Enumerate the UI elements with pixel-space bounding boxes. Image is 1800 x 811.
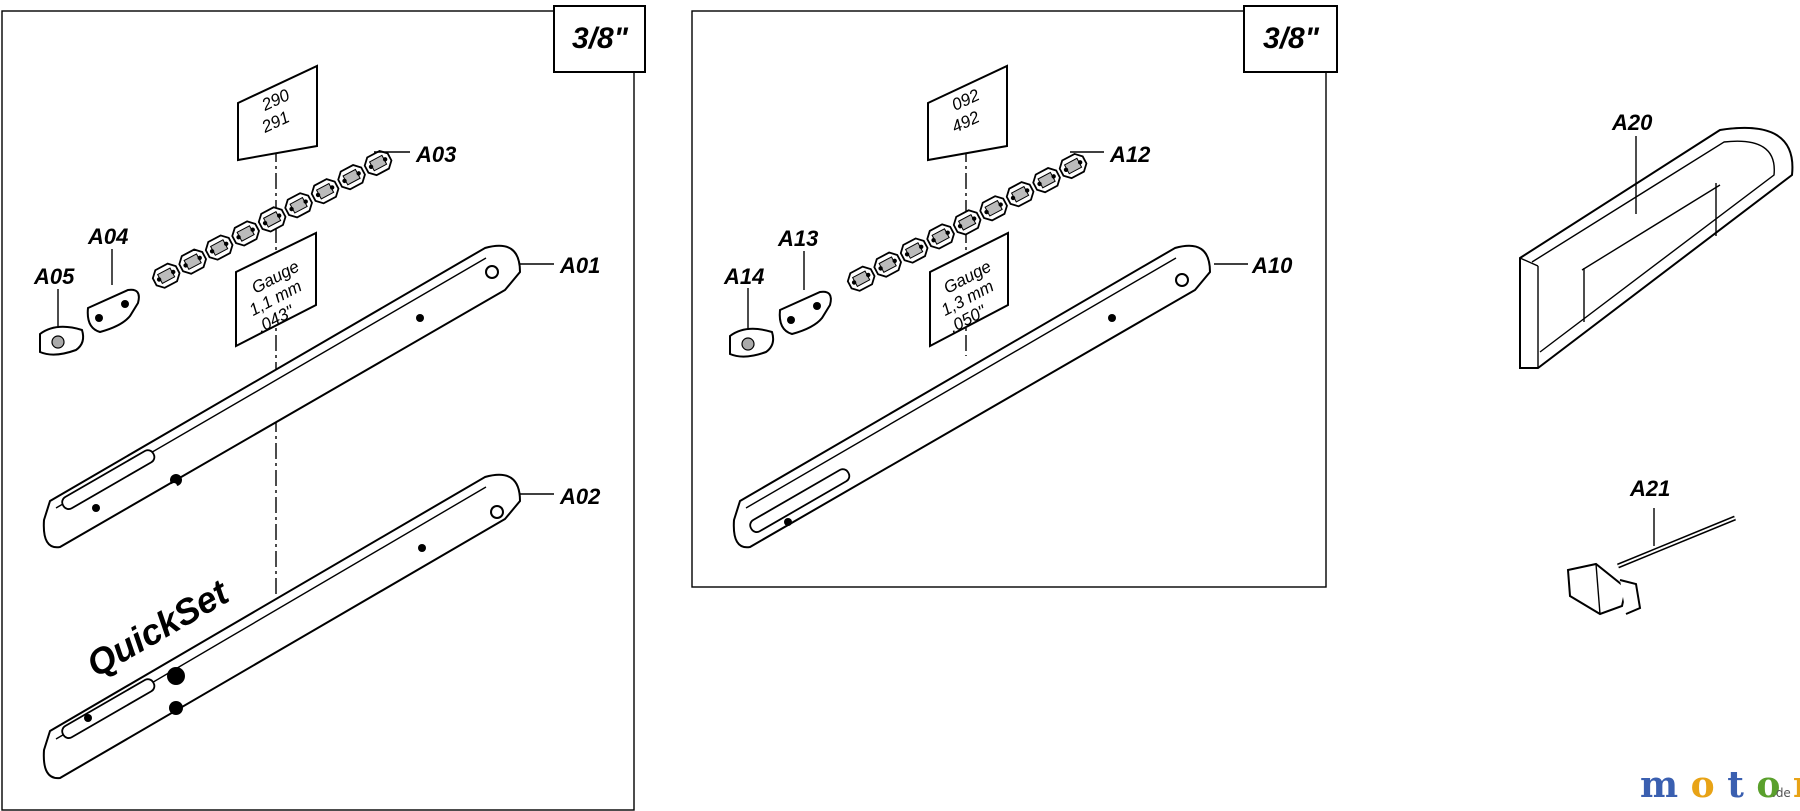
callout-a13: A13 bbox=[777, 226, 818, 251]
watermark-letter: t bbox=[1727, 764, 1744, 806]
panel-1-sprocket-nose bbox=[86, 288, 140, 334]
panel-1-guide-bar bbox=[42, 244, 522, 549]
panel-2-pitch-box bbox=[1243, 5, 1338, 73]
callout-a05: A05 bbox=[33, 264, 75, 289]
callout-a03: A03 bbox=[415, 142, 456, 167]
combination-tool: A21 bbox=[1566, 476, 1736, 616]
callout-a21: A21 bbox=[1629, 476, 1670, 501]
panel-2-pitch: 3/8" bbox=[1263, 22, 1320, 55]
panel-2-gauge-tag bbox=[929, 231, 1009, 348]
panel-1-guide-bar-quickset: QuickSet bbox=[42, 473, 522, 780]
panel-1-frame bbox=[1, 10, 635, 811]
panel-2-sprocket-nose bbox=[778, 290, 832, 336]
panel-1-pitch: 3/8" bbox=[572, 22, 629, 55]
scabbard: A20 bbox=[1519, 110, 1794, 369]
callout-a12: A12 bbox=[1109, 142, 1151, 167]
panel-1-rivet bbox=[39, 325, 85, 356]
watermark-letter: o bbox=[1691, 764, 1715, 806]
panel-2: 3/8" 092 492 Gauge 1,3 mm .050" bbox=[691, 5, 1338, 588]
callout-a10: A10 bbox=[1251, 253, 1293, 278]
callout-a20: A20 bbox=[1611, 110, 1653, 135]
watermark-letter: m bbox=[1640, 764, 1678, 806]
callout-a01: A01 bbox=[559, 253, 600, 278]
watermark-suffix: .de bbox=[1772, 786, 1791, 800]
watermark-brand-text: m o t o r u f bbox=[1640, 764, 1800, 806]
watermark-logo: m o t o r u f .de bbox=[1640, 764, 1800, 806]
callout-a02: A02 bbox=[559, 484, 601, 509]
panel-1: 3/8" 290 291 Gauge 1,1 mm .043" bbox=[1, 5, 646, 811]
callout-a14: A14 bbox=[723, 264, 764, 289]
watermark-letter: o bbox=[1756, 764, 1780, 806]
watermark-letter: r bbox=[1793, 764, 1800, 806]
panel-1-chain-code-tag bbox=[237, 64, 318, 162]
panel-2-chain-code-tag bbox=[927, 64, 1008, 162]
panel-2-rivet bbox=[729, 327, 775, 358]
callout-a04: A04 bbox=[87, 224, 128, 249]
panel-1-pitch-box bbox=[553, 5, 646, 73]
panel-2-guide-bar bbox=[732, 244, 1212, 549]
panel-2-frame bbox=[691, 10, 1327, 588]
panel-1-gauge-tag bbox=[235, 231, 317, 348]
